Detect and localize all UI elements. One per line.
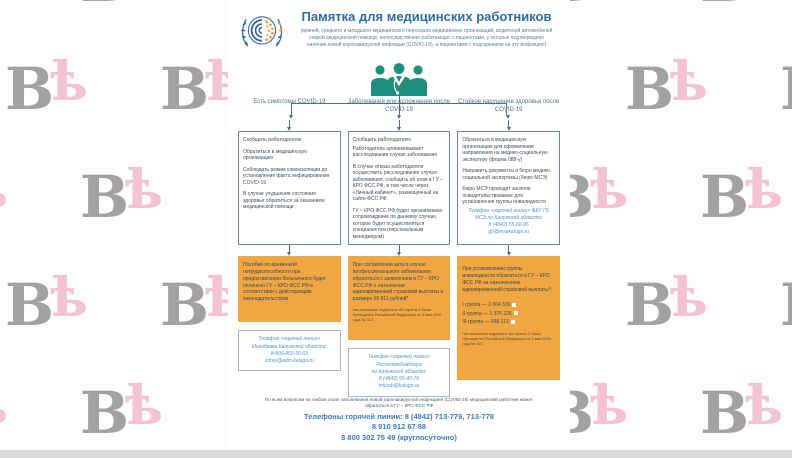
column-illness: Заболевания или осложнения после COVID-1… (347, 99, 451, 397)
mse-contact: Телефон «горячей линии» ФКУ ГБ МСЭ по Ка… (462, 208, 555, 236)
arrow-down-icon (238, 245, 341, 257)
column-disability: Стойкое нарушение здоровья после COVID-1… (457, 99, 561, 396)
watermark-letters: Вѣ (700, 373, 783, 447)
payment-callout: При составлении акта о случае профессион… (347, 256, 451, 341)
watermark-letters: Вѣ (780, 60, 792, 118)
benefit-callout: Пособие по временной нетрудоспособности … (238, 256, 341, 323)
arrow-down-icon (348, 120, 451, 132)
contact-line: МСЭ по Калужской области: (474, 214, 543, 221)
currency-box-icon (512, 302, 517, 307)
connector-line (399, 96, 400, 103)
watermark-letters: Вѣ (5, 49, 88, 123)
document-header: Памятка для медицинских работников (врач… (238, 8, 560, 61)
fss-logo-icon (238, 8, 286, 61)
hotline-contact-box: Телефон «горячей линии» Минздрава Калужс… (238, 330, 341, 372)
document-footer: По всем вопросам на любом этапе заболева… (238, 397, 560, 445)
watermark-letters: Вѣ (80, 157, 163, 231)
currency-box-icon (513, 311, 518, 316)
hotline-line: Телефоны горячей линии: 8 (4842) 713-779… (304, 411, 494, 421)
arrow-down-icon (457, 120, 560, 132)
document: Памятка для медицинских работников (врач… (228, 0, 570, 450)
contact-line: Роспотребнадзора (376, 361, 422, 368)
step-text: Обратиться в медицинскую организацию для… (462, 137, 548, 163)
contact-email: gb@msekaluga.ru (488, 228, 529, 235)
contact-line: Телефон «горячей линии» (368, 354, 430, 361)
watermark-letters: Вѣ (0, 0, 8, 10)
step-text: В случае отказа работодателя осуществить… (352, 163, 443, 203)
watermark-letters: Вѣ (625, 265, 708, 339)
amount-line: III группа — 688 113 (462, 318, 555, 327)
column-header: Стойкое нарушение здоровья после COVID-1… (458, 99, 560, 113)
step-text: Работодатель организовывает расследовани… (352, 145, 437, 159)
hotline-line: 8 800 302 75 49 (круглосуточно) (341, 432, 457, 442)
column-symptoms: Есть симптомы COVID-19 Сообщить работода… (238, 99, 341, 396)
steps-box: Сообщить работодателю Обратиться в медиц… (238, 131, 341, 246)
hotline-phones: Телефоны горячей линии: 8 (4842) 713-779… (238, 412, 560, 444)
footnote: *на основании подпункта «б» пункта 4 Ука… (352, 307, 442, 322)
payment-text: При составлении акта о случае профессион… (352, 262, 444, 303)
column-header: Есть симптомы COVID-19 (253, 99, 326, 106)
watermark-letters: Вѣ (5, 265, 88, 339)
amount-line: II группа — 1 376 226 (462, 310, 555, 319)
contact-phone: 8 (4842) 55-02-95 (488, 221, 529, 228)
step-text: Сообщить работодателю (352, 137, 412, 144)
contact-line: Телефон «горячей линии» ФКУ ГБ (468, 207, 550, 214)
contact-email: zdrav@adm.kaluga.ru (264, 358, 314, 365)
footer-note: По всем вопросам на любом этапе заболева… (264, 396, 534, 408)
page-subtitle: (врачей, среднего и младшего медицинског… (300, 28, 553, 48)
arrow-down-icon (348, 245, 451, 257)
payment-amounts: I группа — 2 064 339 II группа — 1 376 2… (462, 301, 555, 327)
disability-payment-callout: При установлении группы инвалидности обр… (457, 256, 561, 381)
medical-workers-icon (238, 62, 560, 96)
watermark-letters: Вѣ (160, 265, 243, 339)
watermark-letters: Вѣ (80, 373, 163, 447)
bottom-gray-bar (0, 450, 792, 458)
arrow-down-icon (397, 115, 401, 119)
flow-connector (238, 96, 560, 119)
hotline-line: 8 910 912 67 88 (371, 422, 427, 431)
watermark-letters: Вѣ (0, 378, 8, 442)
steps-box: Сообщить работодателю Работодатель орган… (347, 131, 451, 246)
currency-box-icon (510, 319, 515, 324)
arrow-down-icon (289, 115, 293, 119)
connector-line (399, 103, 400, 115)
step-text: Бюро МСЭ проводит заочное освидетельство… (462, 186, 546, 206)
step-text: Направить документы в бюро медико-социал… (462, 168, 552, 181)
step-text: ГУ – КРО ФСС РФ будет организовано сопро… (352, 207, 443, 240)
watermark-letters: Вѣ (700, 0, 783, 10)
watermark-letters: Вѣ (80, 0, 163, 10)
payment-text: При установлении группы инвалидности обр… (462, 266, 553, 293)
connector-line (291, 103, 292, 115)
contact-email: microb@kaluga.ru (378, 383, 420, 390)
step-text: В случае ухудшения состояния здоровья об… (243, 191, 325, 211)
contact-phone: 8-800-450-30-03 (270, 350, 308, 357)
contact-line: Телефон «горячей линии» (258, 336, 321, 343)
step-text: Сообщить работодателю (243, 137, 302, 144)
steps-box: Обратиться в медицинскую организацию для… (457, 131, 561, 246)
watermark-letters: Вѣ (700, 157, 783, 231)
step-text: Обратиться в медицинскую организацию (243, 148, 308, 162)
flowchart-columns: Есть симптомы COVID-19 Сообщить работода… (238, 99, 561, 397)
connector-line (506, 103, 507, 115)
arrow-down-icon (505, 115, 510, 119)
arrow-down-icon (457, 245, 560, 257)
page-title: Памятка для медицинских работников (301, 9, 552, 24)
watermark-letters: Вѣ (0, 162, 8, 226)
hotline-contact-box: Телефон «горячей линии» Роспотребнадзора… (347, 348, 451, 397)
watermark-letters: Вѣ (625, 49, 708, 123)
contact-line: по Калужской области: (371, 368, 427, 375)
step-text: Соблюдать режим самоизоляции до установл… (243, 166, 330, 186)
arrow-down-icon (238, 120, 341, 132)
footnote: *на основании подпункта «в» пункта 4 Ука… (462, 331, 551, 346)
contact-phone: 8 (4842) 55-40-76 (378, 376, 420, 383)
watermark-letters: Вѣ (780, 276, 792, 334)
amount-line: I группа — 2 064 339 (462, 301, 555, 310)
contact-line: Минздрава Калужской области: (251, 343, 327, 350)
